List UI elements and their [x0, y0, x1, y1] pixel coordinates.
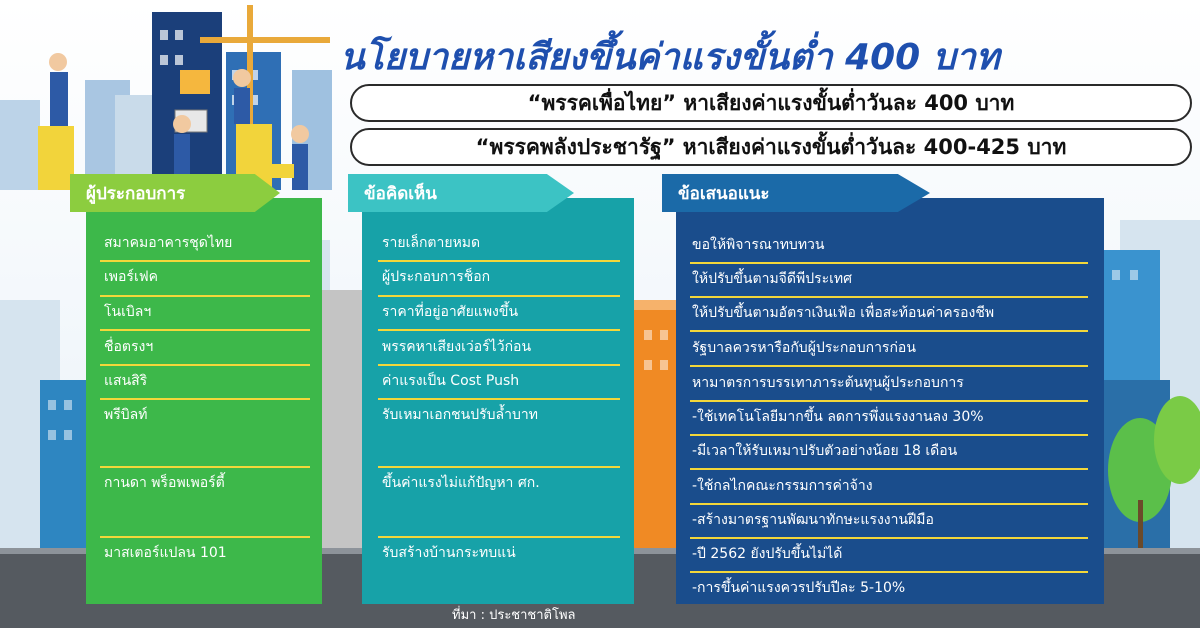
divider — [690, 468, 1088, 470]
subtitle-pheu-thai: “พรรคเพื่อไทย” หาเสียงค่าแรงขั้นต่ำวันละ… — [350, 84, 1192, 122]
divider — [378, 364, 620, 366]
divider — [100, 466, 310, 468]
suggestion-item: ให้ปรับขึ้นตามจีดีพีประเทศ — [692, 271, 853, 287]
comment-item: รับสร้างบ้านกระทบแน่ — [382, 545, 516, 561]
divider — [690, 400, 1088, 402]
comment-item: ผู้ประกอบการช็อก — [382, 269, 491, 285]
divider — [100, 398, 310, 400]
divider — [100, 536, 310, 538]
operator-item: ชื่อตรงฯ — [104, 339, 154, 355]
operators-heading: ผู้ประกอบการ — [70, 174, 280, 212]
divider — [690, 434, 1088, 436]
suggestion-item: รัฐบาลควรหารือกับผู้ประกอบการก่อน — [692, 340, 916, 356]
divider — [378, 466, 620, 468]
source-credit: ที่มา : ประชาชาติโพล — [452, 608, 576, 623]
suggestions-heading: ข้อเสนอแนะ — [662, 174, 930, 212]
divider — [690, 365, 1088, 367]
suggestion-item: -การขึ้นค่าแรงควรปรับปีละ 5-10% — [692, 580, 906, 596]
operator-item: เพอร์เฟค — [104, 269, 159, 285]
comment-item: รายเล็กตายหมด — [382, 235, 481, 251]
operator-item: แสนสิริ — [104, 373, 148, 389]
divider — [378, 398, 620, 400]
divider — [100, 364, 310, 366]
comment-item: พรรคหาเสียงเว่อร์ไว้ก่อน — [382, 339, 532, 355]
operator-item: สมาคมอาคารชุดไทย — [104, 235, 233, 251]
suggestion-item: -ใช้กลไกคณะกรรมการค่าจ้าง — [692, 478, 873, 494]
top-city — [0, 5, 332, 190]
suggestion-item: หามาตรการบรรเทาภาระต้นทุนผู้ประกอบการ — [692, 375, 964, 391]
divider — [378, 295, 620, 297]
operator-item: พรีบิลท์ — [104, 407, 148, 423]
comment-item: ขึ้นค่าแรงไม่แก้ปัญหา ศก. — [382, 475, 540, 491]
suggestion-item: ขอให้พิจารณาทบทวน — [692, 237, 825, 253]
divider — [690, 571, 1088, 573]
divider — [378, 260, 620, 262]
subtitle-palang-pracharath: “พรรคพลังประชารัฐ” หาเสียงค่าแรงขั้นต่ำว… — [350, 128, 1192, 166]
suggestion-item: -ปี 2562 ยังปรับขึ้นไม่ได้ — [692, 546, 843, 562]
comment-item: ราคาที่อยู่อาศัยแพงขึ้น — [382, 304, 519, 320]
divider — [690, 330, 1088, 332]
divider — [378, 329, 620, 331]
operator-item: กานดา พร็อพเพอร์ตี้ — [104, 475, 225, 491]
comment-item: ค่าแรงเป็น Cost Push — [382, 373, 520, 389]
divider — [100, 295, 310, 297]
divider — [100, 329, 310, 331]
page-title: นโยบายหาเสียงขึ้นค่าแรงขั้นต่ำ 400 บาท — [340, 37, 1000, 78]
divider — [100, 260, 310, 262]
suggestion-item: ให้ปรับขึ้นตามอัตราเงินเฟ้อ เพื่อสะท้อนค… — [692, 305, 995, 321]
divider — [690, 503, 1088, 505]
operator-item: โนเบิลฯ — [104, 304, 152, 320]
comment-item: รับเหมาเอกชนปรับล้ำบาท — [382, 407, 538, 423]
operator-item: มาสเตอร์แปลน 101 — [104, 545, 227, 561]
suggestion-item: -ใช้เทคโนโลยีมากขึ้น ลดการพึ่งแรงงานลง 3… — [692, 409, 984, 425]
divider — [690, 537, 1088, 539]
divider — [378, 536, 620, 538]
comments-heading: ข้อคิดเห็น — [348, 174, 574, 212]
suggestion-item: -สร้างมาตรฐานพัฒนาทักษะแรงงานฝีมือ — [692, 512, 934, 528]
divider — [690, 296, 1088, 298]
divider — [690, 262, 1088, 264]
suggestion-item: -มีเวลาให้รับเหมาปรับตัวอย่างน้อย 18 เดื… — [692, 443, 958, 459]
